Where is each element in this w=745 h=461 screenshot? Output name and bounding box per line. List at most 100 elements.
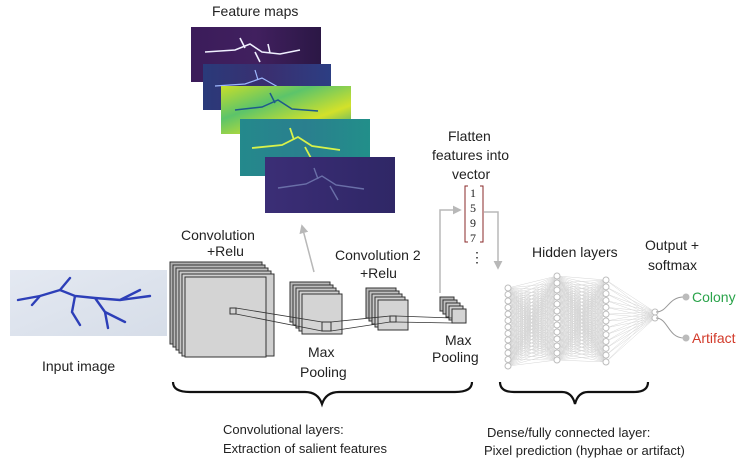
conv1-kernel-box (229, 307, 237, 315)
maxpool1-stack (289, 281, 343, 335)
network-connection (605, 311, 656, 315)
network-connection (605, 317, 656, 342)
network-connection (507, 275, 558, 360)
network-connection (507, 275, 558, 347)
dense-section-brace (498, 381, 650, 405)
network-connection (507, 275, 558, 328)
colony-node (682, 293, 690, 301)
arrow-to-dense (484, 211, 503, 270)
network-node-layer-3 (602, 276, 610, 284)
network-node-layer-3 (602, 310, 610, 318)
network-node-layer-3 (602, 331, 610, 339)
conv-section-brace (171, 381, 474, 408)
network-connection (507, 275, 558, 302)
feature-maps-label: Feature maps (212, 3, 298, 19)
network-connection (605, 311, 656, 335)
network-connection (556, 279, 607, 312)
input-image (10, 270, 167, 336)
network-connection (507, 331, 558, 367)
network-connection (507, 275, 558, 321)
network-connection (556, 293, 607, 361)
arrow-to-flatten (439, 205, 462, 293)
hidden-layers-label: Hidden layers (532, 244, 618, 260)
network-connection (605, 313, 656, 319)
network-connection (556, 279, 607, 361)
network-connection (605, 286, 656, 313)
flatten-label-line1: Flatten (448, 128, 491, 144)
network-node-layer-1 (504, 349, 512, 357)
conv-section-label-line1: Convolutional layers: (223, 422, 344, 437)
network-node-layer-2 (553, 286, 561, 294)
network-connection (507, 345, 558, 367)
conv1-front-map (184, 276, 267, 358)
output-branches (655, 293, 690, 342)
network-node-layer-3 (602, 290, 610, 298)
network-connection (556, 313, 607, 361)
network-connection (605, 317, 656, 356)
vector-value-1: 1 (470, 186, 476, 200)
network-connection (507, 275, 558, 308)
network-connection (507, 310, 558, 367)
arrow-to-feature-maps (299, 224, 315, 273)
network-node-layer-2 (553, 335, 561, 343)
network-connection (556, 286, 607, 361)
network-node-layer-2 (553, 349, 561, 357)
conv1-label-line2: +Relu (207, 243, 244, 259)
network-node-layer-2 (553, 328, 561, 336)
network-connection (556, 348, 607, 361)
network-node-layer-2 (553, 321, 561, 329)
conv2-stack (365, 287, 409, 331)
network-connection (507, 282, 558, 367)
network-connection (507, 296, 558, 367)
conv2-label-line2: +Relu (360, 265, 397, 281)
network-node-layer-2 (553, 300, 561, 308)
network-connection (605, 300, 656, 319)
network-connection (605, 293, 656, 319)
network-connection (605, 311, 656, 356)
network-node-layer-1 (504, 317, 512, 324)
network-connection (605, 307, 656, 313)
network-node-layer-2 (553, 314, 561, 322)
network-connection (507, 275, 558, 367)
vector-value-4: 7 (470, 231, 476, 245)
network-connection (556, 300, 607, 361)
network-connection (507, 359, 558, 367)
network-connection (556, 279, 607, 284)
network-connection (556, 279, 607, 298)
network-connection (605, 311, 656, 342)
network-connection (556, 279, 607, 347)
network-connection (556, 279, 607, 326)
network-connection (556, 279, 607, 333)
flatten-label-line3: vector (452, 166, 490, 182)
class-colony-label: Colony (692, 289, 736, 305)
network-node-layer-3 (602, 358, 610, 366)
conv1-label-line1: Convolution (181, 227, 255, 243)
network-connection (605, 317, 656, 335)
network-connection (507, 338, 558, 367)
maxpool2-stack (439, 296, 467, 324)
network-node-layer-3 (602, 283, 610, 291)
network-connection (605, 317, 656, 322)
maxpool2-label-line2: Pooling (432, 349, 479, 365)
network-connection (605, 311, 656, 329)
network-node-layer-1 (504, 284, 512, 292)
input-image-label: Input image (42, 358, 115, 374)
network-node-layer-1 (504, 323, 512, 331)
class-artifact-label: Artifact (692, 330, 736, 346)
network-connection (556, 279, 607, 291)
network-node-layer-1 (504, 356, 512, 363)
network-connection (507, 275, 558, 295)
output-label-line2: softmax (648, 257, 697, 273)
network-node-layer-3 (602, 317, 610, 325)
maxpool2-label-line1: Max (445, 332, 471, 348)
network-connection (507, 324, 558, 367)
network-node-layer-1 (504, 330, 512, 337)
network-node-layer-2 (553, 356, 561, 364)
network-node-layer-3 (602, 297, 610, 304)
flatten-label-line2: features into (432, 147, 509, 163)
network-node-layer-1 (504, 343, 512, 350)
network-connection (605, 311, 656, 322)
conv1-stack (169, 261, 275, 358)
dense-section-label-line2: Pixel prediction (hyphae or artifact) (484, 443, 685, 458)
